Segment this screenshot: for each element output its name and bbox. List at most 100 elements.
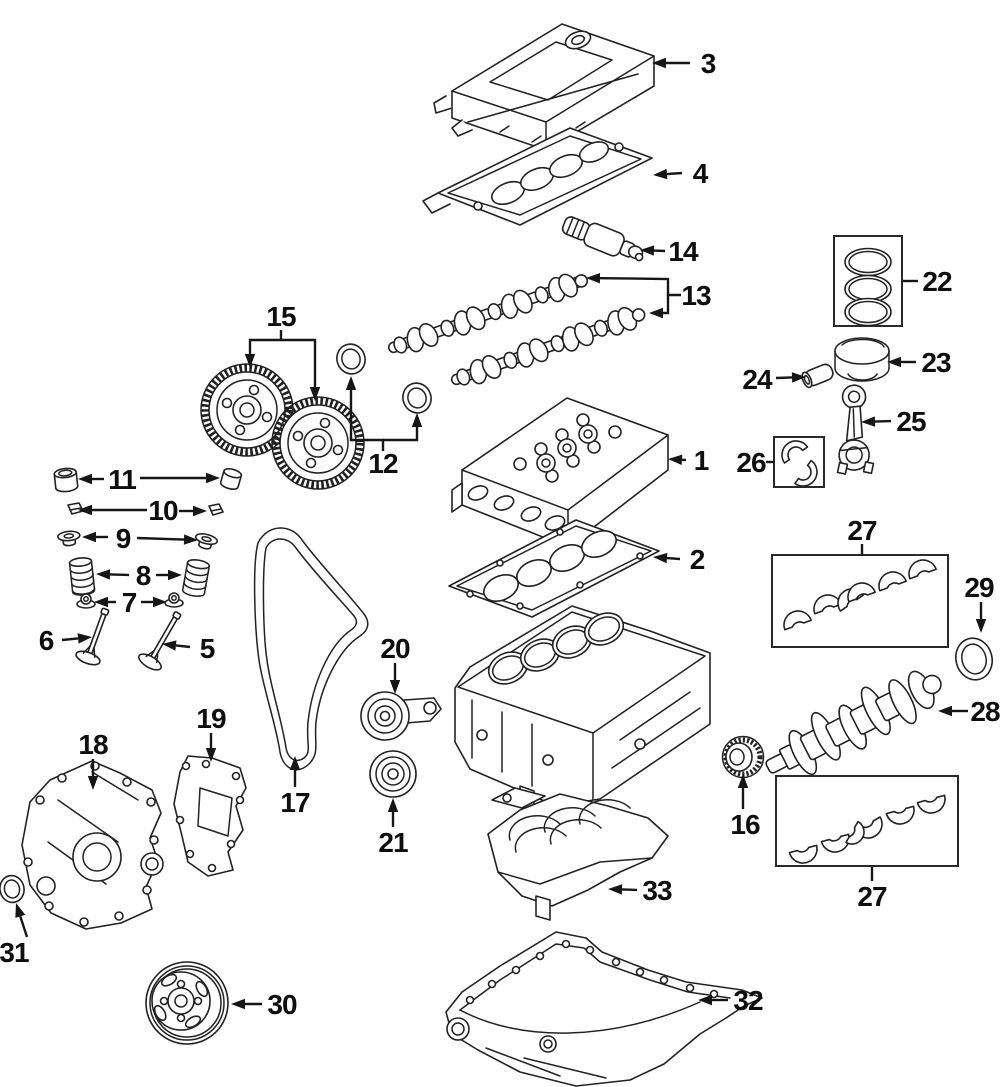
callout-6-valve[interactable]: 6 (39, 625, 92, 656)
callout-19-cover-plate[interactable]: 19 (196, 703, 227, 762)
callout-label-33[interactable]: 33 (642, 875, 673, 906)
head-gasket-drawing (448, 519, 660, 618)
front-seal-drawing (0, 874, 25, 904)
callout-label-8[interactable]: 8 (136, 560, 152, 591)
callout-27-main-bearings-upper[interactable]: 27 (847, 515, 878, 556)
callout-label-29[interactable]: 29 (964, 572, 995, 603)
callout-label-27[interactable]: 27 (847, 515, 878, 546)
callout-27-main-bearings-lower[interactable]: 27 (857, 867, 888, 912)
callout-24-piston-pin[interactable]: 24 (742, 364, 806, 395)
callout-label-13[interactable]: 13 (681, 280, 712, 311)
callout-13-camshaft[interactable]: 13 (586, 272, 712, 319)
callout-label-27[interactable]: 27 (857, 881, 888, 912)
callout-label-2[interactable]: 2 (690, 544, 706, 575)
callout-label-6[interactable]: 6 (39, 625, 55, 656)
spring-retainer-right-drawing (194, 533, 219, 550)
callout-arrowhead-17 (289, 756, 301, 770)
spring-seat-left-drawing (76, 593, 96, 609)
valve-lifter-right-drawing (219, 468, 243, 490)
callout-22-piston-rings[interactable]: 22 (903, 266, 953, 297)
callout-arrowhead-12 (411, 413, 423, 427)
callout-label-11[interactable]: 11 (108, 464, 137, 495)
callout-label-16[interactable]: 16 (730, 809, 761, 840)
callout-label-18[interactable]: 18 (78, 729, 109, 760)
callout-arrowhead-25 (861, 416, 876, 427)
callout-label-26[interactable]: 26 (736, 447, 767, 478)
callout-label-5[interactable]: 5 (200, 633, 216, 664)
callout-12-camshaft-seal[interactable]: 12 (345, 376, 423, 479)
callout-20-belt-tensioner[interactable]: 20 (380, 633, 411, 694)
callout-label-9[interactable]: 9 (116, 523, 132, 554)
callout-8-valve-spring[interactable]: 8 (96, 560, 182, 591)
callout-30-crankshaft-pulley[interactable]: 30 (231, 989, 298, 1020)
callout-label-22[interactable]: 22 (922, 266, 953, 297)
callout-2-head-gasket[interactable]: 2 (653, 544, 706, 575)
callout-14-camshaft-actuator[interactable]: 14 (640, 236, 700, 267)
callout-16-crankshaft-sprocket[interactable]: 16 (730, 774, 761, 840)
callout-label-21[interactable]: 21 (378, 827, 409, 858)
valve-6-drawing (75, 607, 110, 666)
callout-7-valve-spring-seat[interactable]: 7 (94, 587, 167, 618)
callout-label-1[interactable]: 1 (694, 445, 710, 476)
callout-arrowhead-9 (82, 531, 96, 543)
callout-arrowhead-16 (737, 774, 749, 788)
callout-arrowhead-18 (87, 776, 99, 790)
callout-label-30[interactable]: 30 (267, 989, 298, 1020)
callout-17-timing-belt[interactable]: 17 (280, 756, 311, 818)
callout-32-oil-pan[interactable]: 32 (698, 985, 764, 1016)
callout-arrowhead-3 (652, 57, 666, 69)
callout-leader-12 (349, 390, 385, 451)
callout-1-cylinder-head[interactable]: 1 (668, 445, 710, 476)
callout-label-7[interactable]: 7 (122, 587, 138, 618)
callout-31-front-seal[interactable]: 31 (0, 903, 30, 968)
callout-21-idler-pulley[interactable]: 21 (378, 798, 409, 858)
callout-arrowhead-6 (77, 633, 92, 644)
callout-23-piston[interactable]: 23 (887, 347, 952, 378)
callout-arrowhead-12 (345, 376, 357, 390)
callout-29-rear-seal[interactable]: 29 (964, 572, 995, 633)
callout-label-31[interactable]: 31 (0, 937, 30, 968)
callout-label-19[interactable]: 19 (196, 703, 227, 734)
cylinder-head-drawing (451, 397, 669, 548)
callout-label-12[interactable]: 12 (368, 448, 399, 479)
piston-rings-drawing (833, 235, 903, 327)
callout-5-valve[interactable]: 5 (162, 633, 216, 664)
callout-arrowhead-10 (78, 504, 92, 516)
callout-arrowhead-13 (649, 307, 663, 319)
callout-arrowhead-7 (94, 596, 108, 608)
callout-3-valve-cover[interactable]: 3 (652, 48, 717, 79)
callout-9-spring-retainer[interactable]: 9 (82, 523, 198, 554)
callout-4-valve-cover-gasket[interactable]: 4 (653, 158, 710, 189)
callout-label-10[interactable]: 10 (148, 495, 179, 526)
callout-label-24[interactable]: 24 (742, 364, 774, 395)
callout-33-oil-pan-baffle[interactable]: 33 (608, 875, 673, 906)
callout-label-3[interactable]: 3 (701, 48, 717, 79)
callout-label-17[interactable]: 17 (280, 787, 311, 818)
callout-arrowhead-23 (887, 356, 901, 368)
callout-label-4[interactable]: 4 (693, 158, 710, 189)
callout-label-14[interactable]: 14 (668, 236, 700, 267)
crankshaft-pulley-drawing (145, 961, 229, 1045)
callout-18-front-cover[interactable]: 18 (78, 729, 109, 790)
callout-11-valve-lifter[interactable]: 11 (78, 464, 220, 495)
spring-retainer-left-drawing (57, 530, 81, 547)
callout-label-20[interactable]: 20 (380, 633, 411, 664)
callout-leader-13 (599, 276, 681, 297)
callout-label-28[interactable]: 28 (970, 696, 1000, 727)
callout-label-15[interactable]: 15 (266, 301, 297, 332)
callout-label-25[interactable]: 25 (896, 406, 927, 437)
callout-15-camshaft-gear[interactable]: 15 (244, 301, 321, 401)
callout-25-connecting-rod[interactable]: 25 (861, 406, 927, 437)
callout-label-32[interactable]: 32 (733, 985, 764, 1016)
rod-bearings-drawing (773, 436, 825, 488)
callout-10-valve-keeper[interactable]: 10 (78, 495, 207, 526)
camshaft-gear-a-drawing (200, 363, 294, 457)
callout-label-23[interactable]: 23 (921, 347, 952, 378)
oil-pan-baffle-drawing (487, 787, 669, 921)
callout-28-crankshaft[interactable]: 28 (938, 696, 1000, 727)
crankshaft-drawing (765, 670, 942, 776)
callout-26-rod-bearings[interactable]: 26 (736, 447, 775, 478)
callout-leader-2 (666, 556, 681, 561)
camshaft-gear-b-drawing (271, 396, 365, 490)
